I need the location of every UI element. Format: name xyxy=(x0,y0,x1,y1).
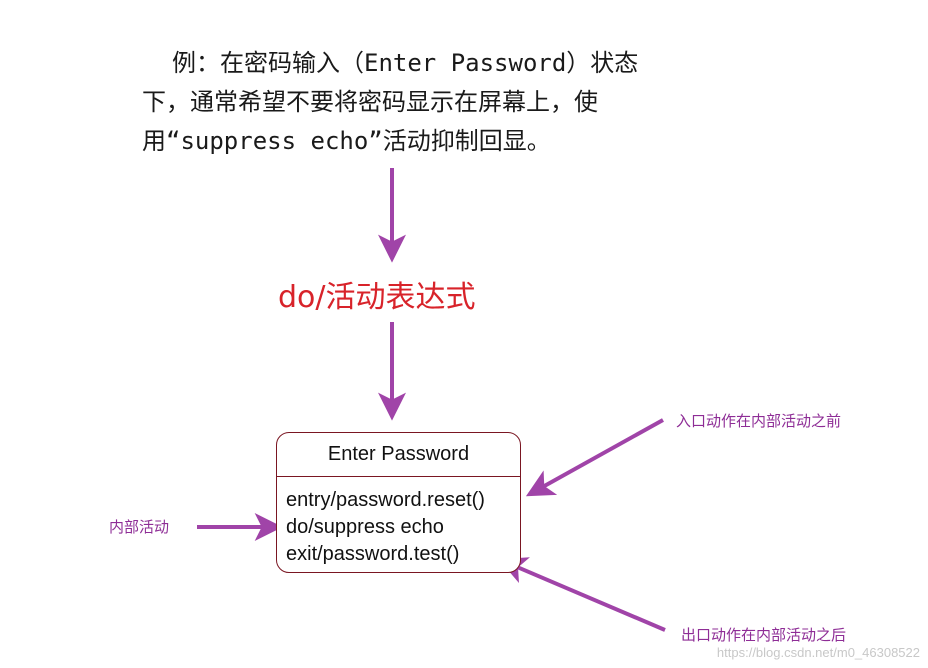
entry-action: entry/password.reset() xyxy=(286,489,485,511)
intro-line-1: 例：在密码输入（Enter Password）状态 xyxy=(172,49,639,77)
arrow-entry-note xyxy=(525,418,664,497)
state-activities: entry/password.reset() do/suppress echo … xyxy=(277,477,520,568)
arrow-exit-note xyxy=(498,557,666,632)
exit-action: exit/password.test() xyxy=(286,543,460,565)
state-name: Enter Password xyxy=(277,433,520,477)
entry-action-note: 入口动作在内部活动之前 xyxy=(676,412,842,430)
do-activity-heading: do/活动表达式 xyxy=(278,280,476,315)
do-activity: do/suppress echo xyxy=(286,516,444,538)
exit-action-note: 出口动作在内部活动之后 xyxy=(681,626,847,644)
watermark: https://blog.csdn.net/m0_46308522 xyxy=(716,645,920,660)
internal-activity-note: 内部活动 xyxy=(109,518,170,536)
intro-line-2: 下，通常希望不要将密码显示在屏幕上，使 xyxy=(142,88,598,116)
state-enter-password: Enter Password entry/password.reset() do… xyxy=(276,432,521,573)
intro-text: 例：在密码输入（Enter Password）状态 下，通常希望不要将密码显示在… xyxy=(142,44,722,161)
intro-line-3: 用“suppress echo”活动抑制回显。 xyxy=(142,127,551,155)
